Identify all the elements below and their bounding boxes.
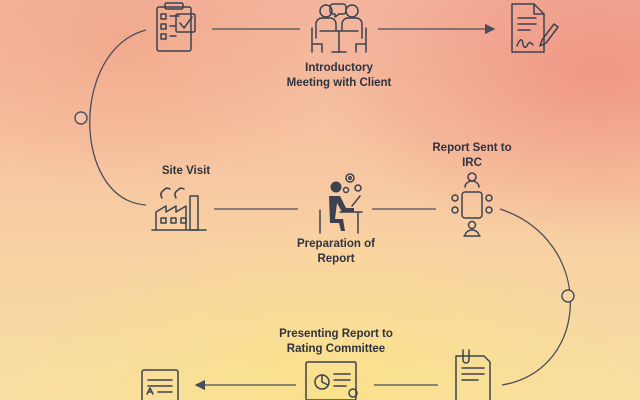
right-loop-node: [561, 289, 575, 303]
factory-icon: [151, 187, 207, 231]
step-label-line: Presenting Report to: [279, 328, 393, 340]
presentation-board-icon: [305, 361, 358, 400]
step-label-line: Rating Committee: [286, 343, 386, 355]
clipped-report-icon: [455, 349, 491, 400]
step-label-line: Meeting with Client: [286, 77, 392, 89]
signed-document-icon: [511, 3, 559, 53]
step-label-line: Preparation of: [297, 238, 375, 250]
step-label-line: Introductory: [305, 62, 373, 74]
left-loop-node: [74, 111, 88, 125]
right-loop-connector: [499, 208, 572, 386]
left-loop-connector: [89, 29, 147, 206]
step-label-report-sent-to-irc: Report Sent to IRC: [412, 141, 532, 171]
step-label-presenting-report: Presenting Report to Rating Committee: [256, 327, 416, 357]
step-label-line: Report Sent to: [432, 142, 512, 154]
step-label-line: Site Visit: [161, 165, 211, 177]
step-label-preparation-of-report: Preparation of Report: [278, 237, 394, 267]
clipboard-checklist-icon: [156, 2, 196, 52]
step-label-line: Report: [317, 253, 355, 265]
person-at-desk-gears-icon: [319, 173, 363, 234]
meeting-people-icon: [311, 3, 367, 53]
step-label-site-visit: Site Visit: [146, 164, 226, 179]
step-label-line: IRC: [462, 157, 482, 169]
conference-table-icon: [451, 172, 493, 237]
step-label-introductory-meeting: Introductory Meeting with Client: [262, 61, 416, 91]
rating-list-icon: [141, 369, 179, 400]
